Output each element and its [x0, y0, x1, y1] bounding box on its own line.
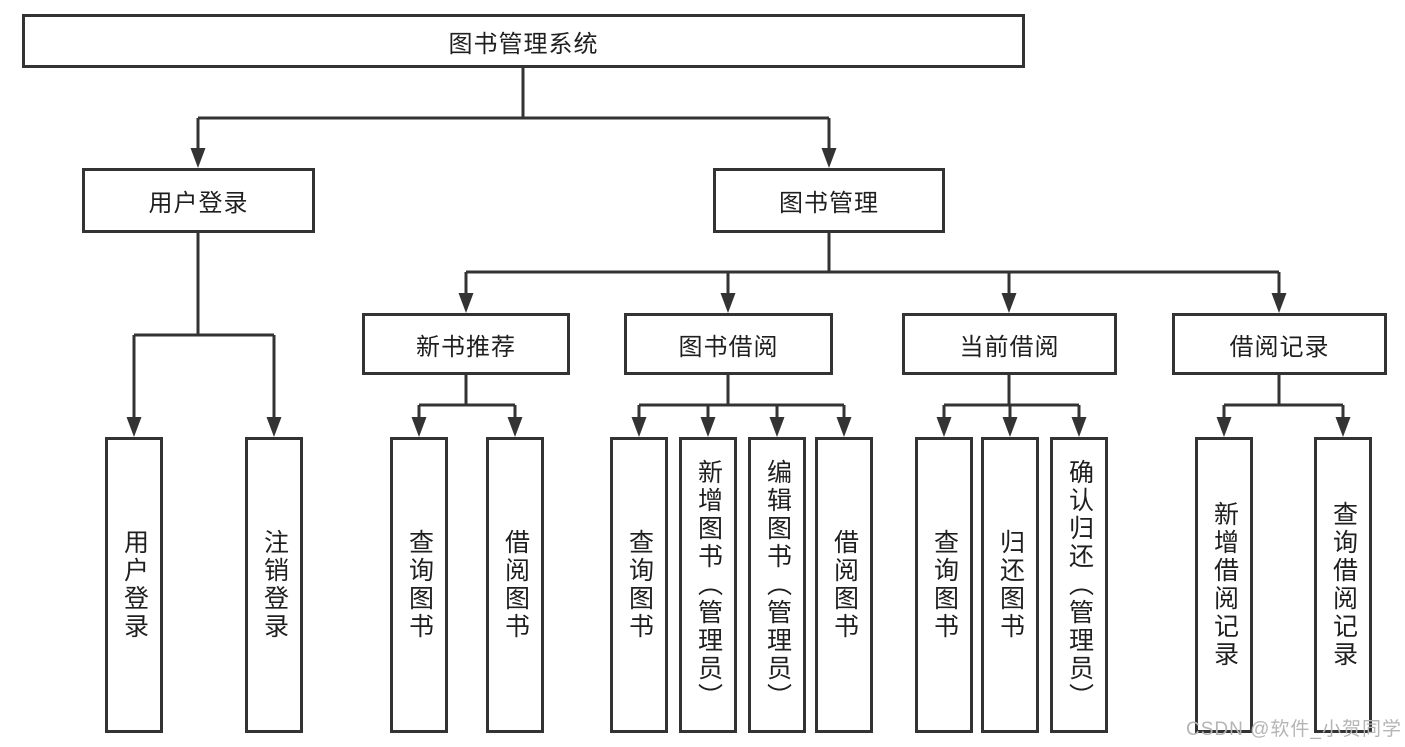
arrowhead — [836, 417, 852, 437]
arrowhead — [1071, 417, 1087, 437]
leaf-query-borrow-record: 查询借阅记录 — [1314, 437, 1372, 733]
connector-level3-to-leaves — [417, 375, 1345, 420]
arrowhead — [936, 417, 952, 437]
arrowhead — [266, 417, 282, 437]
arrowhead — [769, 417, 785, 437]
arrowhead — [631, 417, 647, 437]
arrowhead — [411, 417, 427, 437]
arrowhead — [720, 293, 736, 313]
leaf-query-books-borrow: 查询图书 — [610, 437, 668, 733]
arrowhead — [126, 417, 142, 437]
leaf-borrow-books: 借阅图书 — [815, 437, 873, 733]
arrowhead — [821, 148, 837, 168]
connector-bookmgmt-to-level3 — [464, 233, 1281, 296]
node-user-login: 用户登录 — [82, 168, 315, 233]
connector-userlogin-to-leaves — [132, 233, 276, 420]
leaf-return-book: 归还图书 — [981, 437, 1039, 733]
csdn-watermark: CSDN @软件_小贺同学 — [1186, 719, 1402, 740]
leaf-add-book-admin: 新增图书（管理员） — [679, 437, 737, 733]
node-book-management: 图书管理 — [713, 168, 945, 233]
arrowhead — [1271, 293, 1287, 313]
arrowhead — [1335, 417, 1351, 437]
leaf-borrow-books-recommend: 借阅图书 — [486, 437, 544, 733]
leaf-confirm-return-admin: 确认归还（管理员） — [1050, 437, 1108, 733]
arrowhead — [1216, 417, 1232, 437]
leaf-edit-book-admin: 编辑图书（管理员） — [748, 437, 806, 733]
leaf-query-books-current: 查询图书 — [915, 437, 973, 733]
leaf-user-login: 用户登录 — [105, 437, 163, 733]
connector-root-to-level2 — [196, 68, 831, 151]
leaf-query-books-recommend: 查询图书 — [390, 437, 448, 733]
leaf-add-borrow-record: 新增借阅记录 — [1195, 437, 1253, 733]
node-borrow-records: 借阅记录 — [1172, 313, 1387, 375]
leaf-logout: 注销登录 — [245, 437, 303, 733]
arrowhead — [1002, 417, 1018, 437]
node-new-book-recommend: 新书推荐 — [362, 313, 570, 375]
arrowhead — [190, 148, 206, 168]
node-root: 图书管理系统 — [22, 14, 1025, 68]
arrowhead — [700, 417, 716, 437]
node-book-borrow: 图书借阅 — [624, 313, 833, 375]
arrowhead — [458, 293, 474, 313]
arrowhead — [507, 417, 523, 437]
node-current-borrow: 当前借阅 — [902, 313, 1117, 375]
arrowhead — [1001, 293, 1017, 313]
